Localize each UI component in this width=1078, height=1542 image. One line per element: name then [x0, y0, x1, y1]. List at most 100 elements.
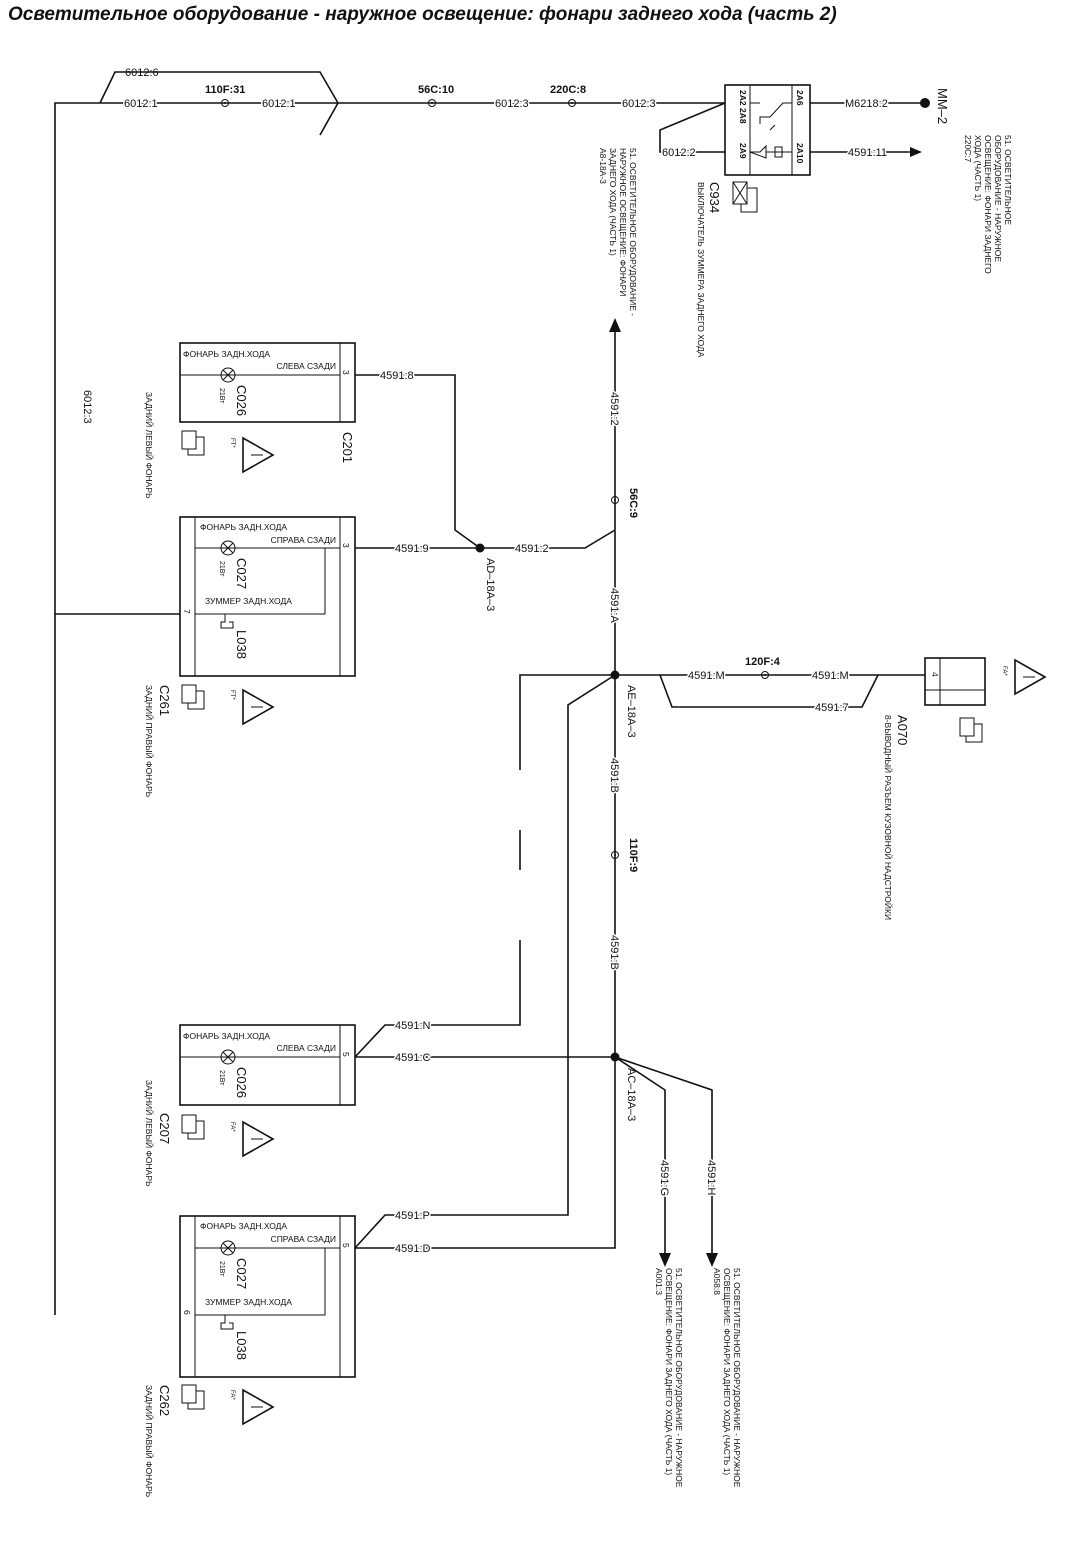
svg-text:4591:M: 4591:M — [812, 670, 849, 682]
svg-text:3: 3 — [341, 543, 351, 548]
svg-text:C262: C262 — [157, 1385, 172, 1416]
svg-text:2A6: 2A6 — [795, 90, 805, 106]
ref-top-right: 51. ОСВЕТИТЕЛЬНОЕ ОБОРУДОВАНИЕ - НАРУЖНО… — [963, 135, 1013, 274]
connector-a070: 4 FA* A070 8-ВЫВОДНЫЙ РАЗЪЕМ КУЗОВНОЙ НА… — [883, 657, 1046, 920]
wire-label: 6012:3 — [495, 98, 529, 110]
relay-name: ВЫКЛЮЧАТЕЛЬ ЗУММЕРА ЗАДНЕГО ХОДА — [696, 182, 706, 358]
ground-label: MM–2 — [935, 88, 950, 124]
svg-text:4591:9: 4591:9 — [395, 543, 429, 555]
svg-text:ОСВЕЩЕНИЕ: ФОНАРИ ЗАДНЕГО ХОДА: ОСВЕЩЕНИЕ: ФОНАРИ ЗАДНЕГО ХОДА (ЧАСТЬ 1) — [722, 1268, 732, 1475]
svg-text:51. ОСВЕТИТЕЛЬНОЕ: 51. ОСВЕТИТЕЛЬНОЕ — [1003, 135, 1013, 225]
svg-text:3: 3 — [341, 370, 351, 375]
svg-text:C026: C026 — [234, 385, 249, 416]
svg-text:4: 4 — [930, 672, 940, 677]
svg-text:5: 5 — [341, 1052, 351, 1057]
svg-text:C027: C027 — [234, 1258, 249, 1289]
svg-text:6: 6 — [182, 1310, 192, 1315]
svg-text:ФОНАРЬ ЗАДН.ХОДА: ФОНАРЬ ЗАДН.ХОДА — [183, 349, 270, 359]
svg-text:4591:7: 4591:7 — [815, 702, 849, 714]
svg-text:7: 7 — [182, 609, 192, 614]
svg-text:21Вт: 21Вт — [218, 1070, 225, 1086]
junction-ac — [610, 1052, 620, 1062]
svg-text:ЗАДНИЙ ЛЕВЫЙ ФОНАРЬ: ЗАДНИЙ ЛЕВЫЙ ФОНАРЬ — [144, 1080, 155, 1187]
svg-text:ХОДА (ЧАСТЬ 1): ХОДА (ЧАСТЬ 1) — [973, 135, 983, 201]
svg-text:21Вт: 21Вт — [218, 561, 225, 577]
ref-bottom-h: 51. ОСВЕТИТЕЛЬНОЕ ОБОРУДОВАНИЕ - НАРУЖНО… — [712, 1268, 742, 1488]
wire-4591 — [354, 330, 925, 1255]
svg-text:ЗУММЕР ЗАДН.ХОДА: ЗУММЕР ЗАДН.ХОДА — [205, 596, 292, 606]
svg-text:A070: A070 — [895, 715, 910, 745]
svg-text:ЗАДНИЙ ЛЕВЫЙ ФОНАРЬ: ЗАДНИЙ ЛЕВЫЙ ФОНАРЬ — [144, 392, 155, 499]
splice-label: 110F:9 — [627, 838, 639, 872]
svg-text:A001:3: A001:3 — [654, 1268, 664, 1295]
wire-label: 6012:2 — [662, 147, 696, 159]
svg-text:4591:H: 4591:H — [705, 1160, 717, 1196]
svg-text:4591:B: 4591:B — [608, 758, 620, 793]
svg-text:4591:A: 4591:A — [608, 588, 620, 624]
svg-text:ОБОРУДОВАНИЕ - НАРУЖНОЕ: ОБОРУДОВАНИЕ - НАРУЖНОЕ — [993, 135, 1003, 262]
svg-text:СПРАВА СЗАДИ: СПРАВА СЗАДИ — [271, 535, 336, 545]
svg-text:СЛЕВА СЗАДИ: СЛЕВА СЗАДИ — [276, 361, 336, 371]
lamp-c261: ФОНАРЬ ЗАДН.ХОДА СПРАВА СЗАДИ C027 21Вт … — [144, 516, 356, 798]
svg-text:2A9: 2A9 — [738, 143, 748, 159]
ref-top-mid: 51. ОСВЕТИТЕЛЬНОЕ ОБОРУДОВАНИЕ - НАРУЖНО… — [598, 148, 638, 316]
svg-text:ЗАДНИЙ ПРАВЫЙ ФОНАРЬ: ЗАДНИЙ ПРАВЫЙ ФОНАРЬ — [144, 1385, 155, 1498]
svg-text:2A10: 2A10 — [795, 143, 805, 164]
svg-text:FA*: FA* — [229, 1122, 235, 1132]
junction-ad — [475, 543, 485, 553]
arrow-icon — [706, 1253, 718, 1267]
svg-text:ЗАДНИЙ ПРАВЫЙ ФОНАРЬ: ЗАДНИЙ ПРАВЫЙ ФОНАРЬ — [144, 685, 155, 798]
svg-text:4591:B: 4591:B — [608, 935, 620, 970]
svg-text:ФОНАРЬ ЗАДН.ХОДА: ФОНАРЬ ЗАДН.ХОДА — [200, 522, 287, 532]
splice-label: 56C:10 — [418, 84, 454, 96]
svg-text:L038: L038 — [234, 1331, 249, 1360]
lamp-c262: ФОНАРЬ ЗАДН.ХОДА СПРАВА СЗАДИ C027 21Вт … — [144, 1215, 356, 1498]
wire-6012 — [54, 71, 726, 1315]
svg-text:L038: L038 — [234, 630, 249, 659]
page-title: Осветительное оборудование - наружное ос… — [8, 4, 837, 25]
svg-text:8-ВЫВОДНЫЙ РАЗЪЕМ КУЗОВНОЙ НАД: 8-ВЫВОДНЫЙ РАЗЪЕМ КУЗОВНОЙ НАДСТРОЙКИ — [883, 715, 894, 920]
svg-text:C201: C201 — [340, 432, 355, 463]
svg-text:СПРАВА СЗАДИ: СПРАВА СЗАДИ — [271, 1234, 336, 1244]
ground-point — [920, 98, 930, 108]
wire-label: 6012:1 — [124, 98, 158, 110]
junction-ae — [610, 670, 620, 680]
svg-text:ЗУММЕР ЗАДН.ХОДА: ЗУММЕР ЗАДН.ХОДА — [205, 1297, 292, 1307]
svg-text:51. ОСВЕТИТЕЛЬНОЕ ОБОРУДОВАНИЕ: 51. ОСВЕТИТЕЛЬНОЕ ОБОРУДОВАНИЕ - — [628, 148, 638, 316]
svg-text:51. ОСВЕТИТЕЛЬНОЕ ОБОРУДОВАНИЕ: 51. ОСВЕТИТЕЛЬНОЕ ОБОРУДОВАНИЕ - НАРУЖНО… — [674, 1268, 684, 1488]
wire-label: 6012:3 — [622, 98, 656, 110]
svg-text:21Вт: 21Вт — [218, 388, 225, 404]
relay-id: C934 — [707, 182, 722, 213]
svg-text:4591:8: 4591:8 — [380, 370, 414, 382]
relay-c934: 2A2 2A8 2A9 2A6 2A10 C934 ВЫКЛЮЧАТЕЛЬ ЗУ… — [696, 84, 811, 358]
wire-label: 6012:3 — [81, 390, 93, 424]
lamp-c201: ФОНАРЬ ЗАДН.ХОДА СЛЕВА СЗАДИ C026 21Вт 3… — [144, 342, 356, 499]
arrow-icon — [910, 147, 922, 157]
svg-text:4591:P: 4591:P — [395, 1210, 430, 1222]
svg-text:4591:N: 4591:N — [395, 1020, 431, 1032]
svg-text:ОСВЕЩЕНИЕ: ФОНАРИ ЗАДНЕГО ХОДА: ОСВЕЩЕНИЕ: ФОНАРИ ЗАДНЕГО ХОДА (ЧАСТЬ 1) — [664, 1268, 674, 1475]
svg-text:A058:8: A058:8 — [712, 1268, 722, 1295]
svg-text:FA*: FA* — [1001, 666, 1007, 676]
svg-text:C027: C027 — [234, 558, 249, 589]
svg-text:A8-18A-3: A8-18A-3 — [598, 148, 608, 184]
svg-text:21Вт: 21Вт — [218, 1261, 225, 1277]
lamp-c207: ФОНАРЬ ЗАДН.ХОДА СЛЕВА СЗАДИ C026 21Вт 5… — [144, 1024, 356, 1187]
wire-label: 6012:6 — [125, 67, 159, 79]
svg-text:ФОНАРЬ ЗАДН.ХОДА: ФОНАРЬ ЗАДН.ХОДА — [200, 1221, 287, 1231]
wire-label: 6012:1 — [262, 98, 296, 110]
arrow-icon — [659, 1253, 671, 1267]
svg-text:C261: C261 — [157, 685, 172, 716]
splice-label: 110F:31 — [205, 84, 245, 96]
svg-text:C207: C207 — [157, 1113, 172, 1144]
junction-label: AC–18A–3 — [625, 1068, 637, 1121]
svg-text:4591:G: 4591:G — [658, 1160, 670, 1196]
svg-text:4591:D: 4591:D — [395, 1243, 431, 1255]
junction-label: AD–18A–3 — [484, 558, 496, 611]
splice-label: 220C:8 — [550, 84, 586, 96]
svg-text:2A2 2A8: 2A2 2A8 — [738, 90, 748, 124]
svg-text:НАРУЖНОЕ ОСВЕЩЕНИЕ: ФОНАРИ: НАРУЖНОЕ ОСВЕЩЕНИЕ: ФОНАРИ — [618, 148, 628, 296]
svg-text:4591:11: 4591:11 — [848, 147, 887, 159]
